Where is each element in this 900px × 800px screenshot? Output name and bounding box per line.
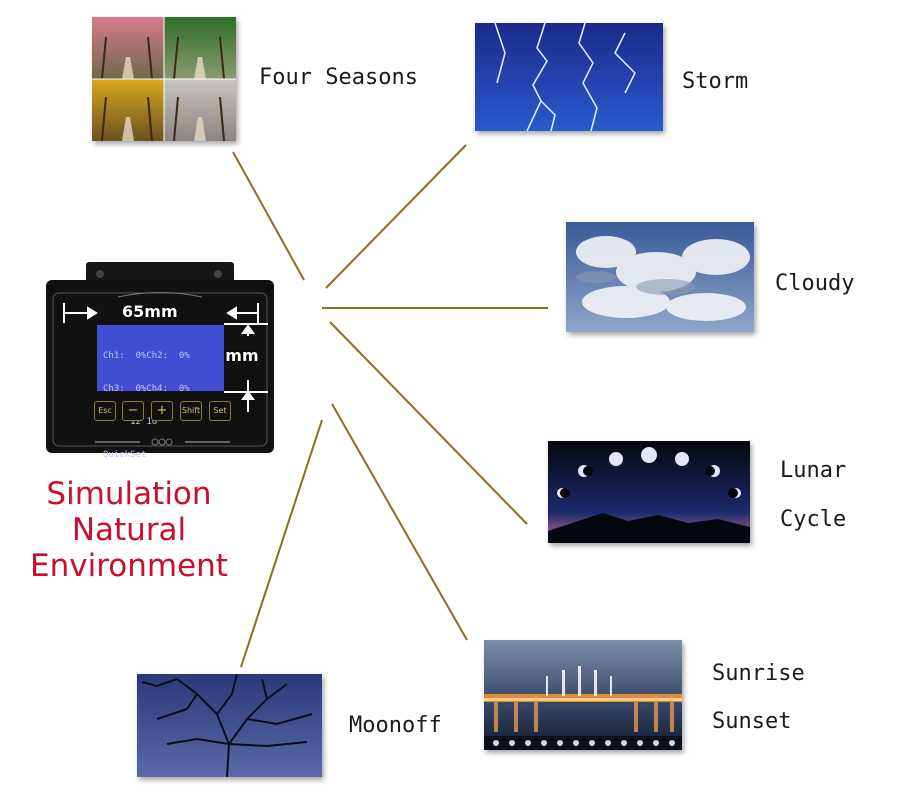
lcd-line-4: QuickSet: [103, 450, 147, 460]
title-line-2: Natural: [71, 512, 187, 548]
title-line-3: Environment: [30, 548, 228, 584]
shift-button[interactable]: Shift: [180, 401, 202, 421]
minus-button[interactable]: −: [122, 401, 144, 421]
four-seasons-label: Four Seasons: [259, 65, 418, 90]
width-dimension-label: 65mm: [122, 302, 178, 321]
title-line-1: Simulation: [46, 476, 212, 512]
sunrise-label-line2: Sunset: [712, 709, 792, 734]
plus-button[interactable]: +: [151, 401, 173, 421]
moonoff-image: [137, 674, 322, 777]
cloudy-label: Cloudy: [775, 271, 855, 296]
lunar-cycle-image: [548, 441, 750, 543]
four-seasons-image: [92, 17, 236, 141]
set-button[interactable]: Set: [209, 401, 231, 421]
storm-label: Storm: [682, 69, 749, 94]
lcd-line-2: Ch3: 0%Ch4: 0%: [103, 384, 190, 394]
cloudy-image: [566, 222, 754, 332]
sunrise-sunset-image: [484, 640, 682, 750]
lunar-label-line2: Cycle: [780, 507, 847, 532]
line-sunrise: [331, 403, 468, 641]
line-moonoff: [240, 419, 323, 668]
moonoff-label: Moonoff: [349, 713, 442, 738]
line-four-seasons: [232, 151, 305, 281]
storm-image: [475, 23, 663, 131]
line-storm: [325, 144, 467, 289]
lcd-screen: Ch1: 0%Ch2: 0% Ch3: 0%Ch4: 0% 12 16 Quic…: [97, 325, 224, 460]
lcd-line-1: Ch1: 0%Ch2: 0%: [103, 351, 190, 361]
lcd-line-3: 12 16: [103, 417, 158, 427]
page-title: Simulation Natural Environment: [20, 476, 238, 584]
esc-button[interactable]: Esc: [94, 401, 116, 421]
lunar-label-line1: Lunar: [780, 458, 847, 483]
line-lunar: [329, 321, 528, 525]
sunrise-label-line1: Sunrise: [712, 661, 805, 686]
